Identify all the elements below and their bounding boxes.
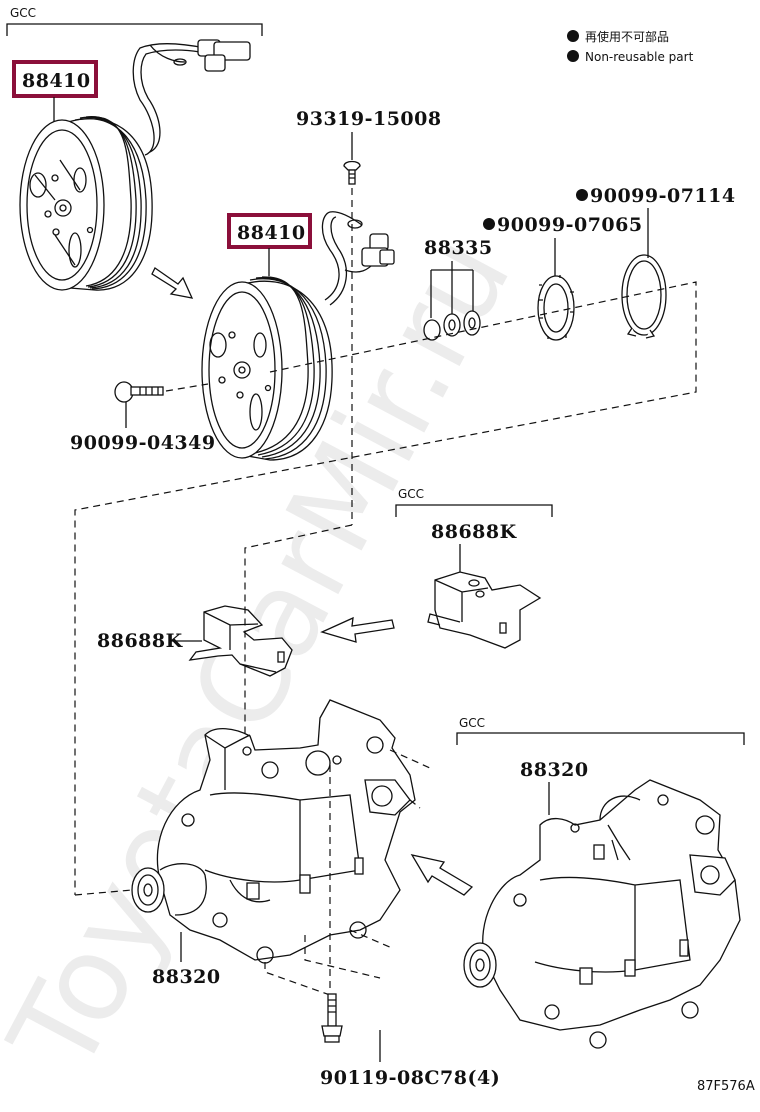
gcc-label: GCC (459, 716, 485, 730)
bracket-illustration (427, 571, 542, 649)
part-label-88335[interactable]: 88335 (424, 237, 493, 318)
magnet-clutch-pulley-illustration (19, 39, 251, 291)
part-number[interactable]: 88320 (520, 759, 589, 781)
gcc-group-88688K: GCC (395, 487, 553, 517)
magnet-clutch-pulley-illustration (201, 211, 395, 461)
bolt-illustration (321, 993, 343, 1043)
direction-arrow-icon (320, 616, 395, 643)
non-reusable-bullet-icon (567, 50, 579, 62)
part-number[interactable]: 90119-08C78(4) (320, 1067, 500, 1089)
legend: 再使用不可部品 Non-reusable part (567, 29, 694, 64)
part-label-88688K[interactable]: 88688K (97, 630, 202, 652)
legend-label-en: Non-reusable part (585, 50, 694, 64)
bolt-illustration (114, 381, 164, 403)
non-reusable-bullet-icon (576, 189, 588, 201)
compressor-illustration (131, 699, 416, 964)
gcc-group-88410: GCC (6, 6, 263, 36)
snap-ring-illustration (621, 254, 667, 339)
part-number[interactable]: 88335 (424, 237, 493, 259)
legend-label-ja: 再使用不可部品 (585, 29, 669, 44)
part-label-88410-gcc[interactable]: 88410 (12, 60, 98, 122)
part-number[interactable]: 88688K (431, 521, 518, 543)
shim-washers-illustration (423, 310, 481, 341)
part-label-88688K-gcc[interactable]: 88688K (431, 521, 518, 572)
gcc-label: GCC (10, 6, 36, 20)
figure-code: 87F576A (697, 1079, 755, 1094)
direction-arrow-icon (151, 267, 194, 299)
part-number[interactable]: 88320 (152, 966, 221, 988)
part-number[interactable]: 88410 (237, 222, 306, 244)
screw-illustration (343, 160, 361, 185)
gcc-label: GCC (398, 487, 424, 501)
part-label-88320[interactable]: 88320 (152, 932, 221, 988)
snap-ring-toothed-illustration (537, 275, 575, 341)
part-label-93319-15008[interactable]: 93319-15008 (296, 108, 442, 160)
part-number[interactable]: 88688K (97, 630, 184, 652)
part-number[interactable]: 88410 (22, 70, 91, 92)
part-number[interactable]: 90099-04349 (70, 432, 216, 454)
bracket-illustration (188, 605, 293, 677)
gcc-group-88320: GCC (456, 716, 745, 745)
part-label-90099-04349[interactable]: 90099-04349 (70, 402, 216, 454)
non-reusable-bullet-icon (483, 218, 495, 230)
part-number[interactable]: 90099-07114 (590, 185, 736, 207)
non-reusable-bullet-icon (567, 30, 579, 42)
part-label-90119-08C78[interactable]: 90119-08C78(4) (320, 1030, 500, 1089)
compressor-with-clutch-illustration (463, 779, 741, 1049)
part-label-88320-gcc[interactable]: 88320 (520, 759, 589, 815)
direction-arrow-icon (410, 854, 474, 896)
part-number[interactable]: 90099-07065 (497, 214, 643, 236)
part-number[interactable]: 93319-15008 (296, 108, 442, 130)
part-label-90099-07065[interactable]: 90099-07065 (483, 214, 643, 278)
part-label-90099-07114[interactable]: 90099-07114 (576, 185, 736, 258)
part-label-88410[interactable]: 88410 (227, 213, 312, 276)
